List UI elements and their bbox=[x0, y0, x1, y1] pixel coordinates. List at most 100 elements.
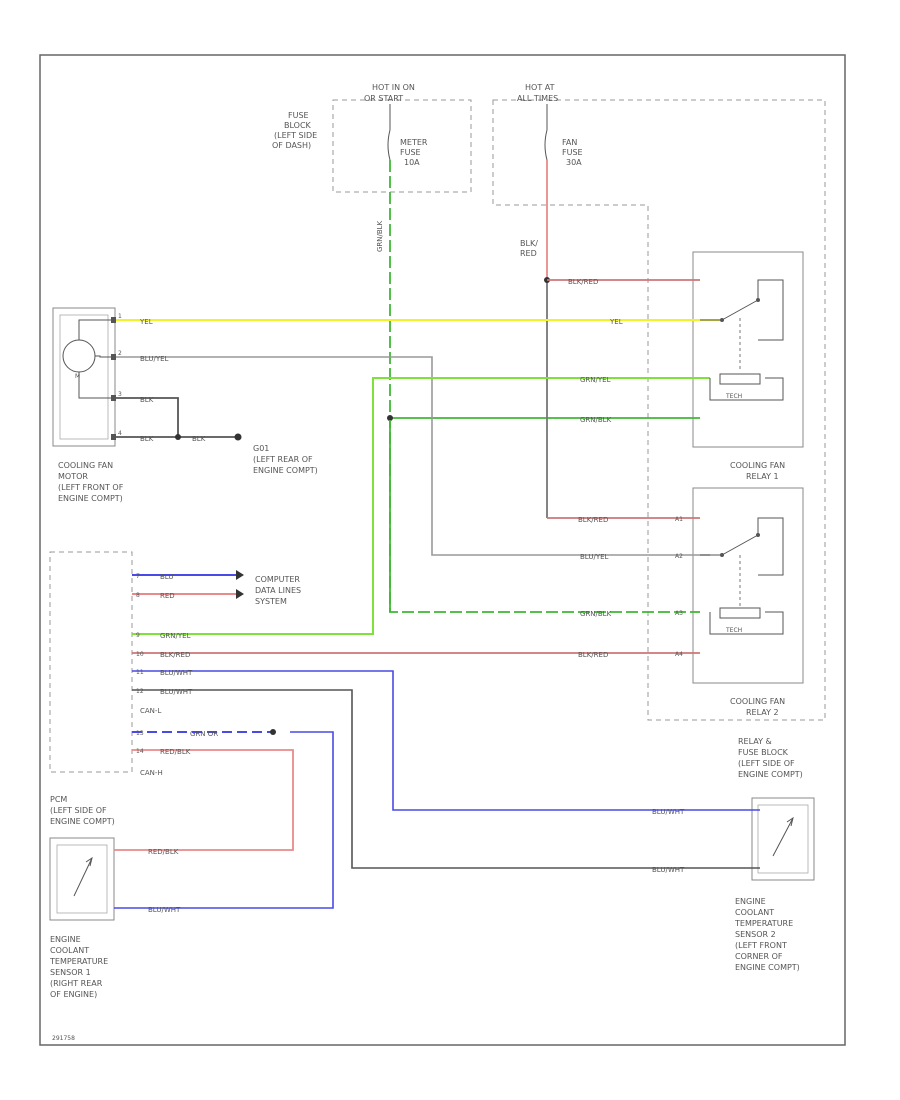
fuse-block-box bbox=[332, 99, 472, 193]
diagram-label: 14 bbox=[136, 748, 144, 755]
diagram-label-line: ENGINE bbox=[735, 897, 766, 906]
diagram-label-line: ENGINE COMPT) bbox=[253, 466, 318, 475]
diagram-label-line: ENGINE COMPT) bbox=[50, 817, 115, 826]
diagram-label-line: SENSOR 2 bbox=[735, 930, 776, 939]
diagram-label: CAN-H bbox=[140, 769, 163, 777]
diagram-label-line: TEMPERATURE bbox=[49, 957, 108, 966]
diagram-label: 7 bbox=[136, 573, 140, 580]
diagram-label-line: (LEFT SIDE bbox=[274, 131, 317, 140]
diagram-label: A3 bbox=[675, 610, 683, 617]
diagram-label-line: COMPUTER bbox=[255, 575, 300, 584]
diagram-label: BLU/WHT bbox=[148, 906, 181, 914]
diagram-label: GRN/BLK bbox=[376, 220, 384, 252]
diagram-label-line: PCM bbox=[50, 795, 67, 804]
diagram-label: 3 bbox=[118, 391, 122, 398]
diagram-label-line: (LEFT SIDE OF bbox=[738, 759, 795, 768]
diagram-label: BLU/WHT bbox=[160, 669, 193, 677]
diagram-label: BLU/WHT bbox=[652, 808, 685, 816]
diagram-label: BLK/RED bbox=[578, 516, 608, 524]
diagram-label: 8 bbox=[136, 592, 140, 599]
diagram-label-line: COOLANT bbox=[735, 908, 774, 917]
motor-connectors bbox=[111, 317, 116, 440]
wire-grn-yel bbox=[132, 377, 710, 635]
diagram-border bbox=[39, 54, 846, 1046]
diagram-label: GRN/YEL bbox=[160, 632, 191, 640]
diagram-label: 9 bbox=[136, 632, 140, 639]
diagram-label-line: TEMPERATURE bbox=[734, 919, 793, 928]
diagram-label-line: COOLING FAN bbox=[730, 461, 785, 470]
diagram-label-line: OF ENGINE) bbox=[50, 990, 97, 999]
diagram-label-line: FAN bbox=[562, 138, 577, 147]
diagram-label: TECH bbox=[725, 393, 742, 400]
relay2-box bbox=[692, 487, 804, 684]
fan-motor-box bbox=[52, 307, 116, 447]
diagram-label-line: 10A bbox=[404, 158, 420, 167]
diagram-label-line: BLK/ bbox=[520, 239, 538, 248]
diagram-label: 12 bbox=[136, 688, 144, 695]
diagram-label: BLU/WHT bbox=[160, 688, 193, 696]
diagram-id: 291758 bbox=[52, 1035, 75, 1042]
diagram-label-line: ENGINE bbox=[50, 935, 81, 944]
ect2-box bbox=[751, 797, 815, 881]
diagram-label-line: G01 bbox=[253, 444, 269, 453]
data-arrow-red bbox=[236, 589, 244, 599]
diagram-label: TECH bbox=[725, 627, 742, 634]
diagram-label-line: RED bbox=[520, 249, 537, 258]
diagram-label: 1 bbox=[118, 313, 122, 320]
diagram-label: 4 bbox=[118, 430, 122, 437]
diagram-label-line: FUSE bbox=[400, 148, 421, 157]
diagram-label-line: OR START bbox=[364, 94, 403, 103]
fan-motor-symbol bbox=[62, 339, 96, 373]
wire-grn-blk-vertical bbox=[389, 160, 700, 613]
data-arrow-blu bbox=[236, 570, 244, 580]
diagram-label: BLU/YEL bbox=[580, 553, 609, 561]
diagram-label-line: RELAY 2 bbox=[746, 708, 779, 717]
diagram-label: BLU/YEL bbox=[140, 355, 169, 363]
diagram-label: GRN OR bbox=[190, 730, 218, 738]
diagram-label-line: FUSE bbox=[562, 148, 583, 157]
diagram-label: GRN/BLK bbox=[580, 416, 612, 424]
diagram-label-line: (RIGHT REAR bbox=[50, 979, 103, 988]
diagram-label-line: SYSTEM bbox=[255, 597, 287, 606]
fan-fuse-symbol bbox=[544, 129, 548, 161]
relay-fuse-block-box bbox=[492, 99, 826, 721]
diagram-label-line: CORNER OF bbox=[735, 952, 783, 961]
diagram-label-line: COOLING FAN bbox=[58, 461, 113, 470]
wire-blu-wht-ect2 bbox=[132, 670, 760, 811]
diagram-label: RED bbox=[160, 592, 175, 600]
wire-blu-wht-ect1 bbox=[114, 731, 334, 909]
diagram-label-line: COOLING FAN bbox=[730, 697, 785, 706]
ect1-thermistor-icon bbox=[73, 856, 93, 897]
diagram-label-line: FUSE bbox=[288, 111, 309, 120]
diagram-label-line: ENGINE COMPT) bbox=[58, 494, 123, 503]
relay1-internals: TECH bbox=[700, 279, 784, 401]
diagram-label: YEL bbox=[609, 318, 623, 326]
diagram-label: A1 bbox=[675, 516, 683, 523]
diagram-label-line: RELAY & bbox=[738, 737, 772, 746]
diagram-label-line: ENGINE COMPT) bbox=[738, 770, 803, 779]
diagram-label: GRN/YEL bbox=[580, 376, 611, 384]
ect1-box bbox=[49, 837, 115, 921]
diagram-label-line: ALL TIMES bbox=[517, 94, 558, 103]
ground-point bbox=[234, 433, 242, 441]
diagram-label-line: RELAY 1 bbox=[746, 472, 779, 481]
diagram-label: BLU/WHT bbox=[652, 866, 685, 874]
diagram-label: RED/BLK bbox=[160, 748, 191, 756]
diagram-label-line: (LEFT FRONT OF bbox=[58, 483, 124, 492]
diagram-label-line: OF DASH) bbox=[272, 141, 311, 150]
diagram-label: BLU bbox=[160, 573, 173, 581]
diagram-label: A2 bbox=[675, 553, 683, 560]
diagram-label: BLK/RED bbox=[160, 651, 190, 659]
diagram-label-line: ENGINE COMPT) bbox=[735, 963, 800, 972]
